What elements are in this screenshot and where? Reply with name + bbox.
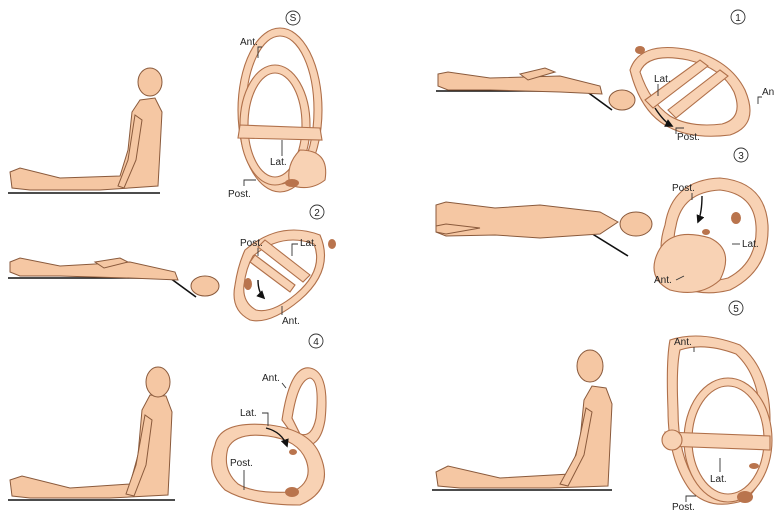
label-post-2: Post. (240, 238, 263, 249)
otolith-1 (635, 46, 645, 54)
step-label-s: S (290, 13, 297, 24)
step-label-5: 5 (733, 304, 739, 315)
step-label-1: 1 (735, 13, 741, 24)
otolith-3 (731, 212, 741, 224)
label-ant-2: Ant. (282, 316, 300, 327)
otolith-3b (702, 229, 710, 235)
panel-3: 3 Post. Lat. Ant. (436, 148, 768, 293)
label-post-s: Post. (228, 189, 251, 200)
figure-sitting-4 (8, 367, 175, 500)
figure-lateral-3 (436, 202, 652, 256)
label-post-5: Post. (672, 502, 695, 513)
label-lat-2: Lat. (300, 238, 317, 249)
label-ant-s: Ant. (240, 37, 258, 48)
panel-2: 2 Post. Lat. Ant. (8, 205, 336, 327)
labyrinth-4 (212, 368, 326, 505)
step-label-3: 3 (738, 151, 744, 162)
label-lat-5: Lat. (710, 474, 727, 485)
label-post-1: Post. (677, 132, 700, 143)
figure-supine-1 (436, 68, 635, 110)
otolith-5 (737, 491, 753, 503)
figure-sitting-5 (432, 350, 612, 490)
label-lat-1: Lat. (654, 74, 671, 85)
step-label-2: 2 (314, 208, 320, 219)
otolith-4 (285, 487, 299, 497)
figure-sitting-s (8, 68, 162, 193)
labyrinth-1 (630, 46, 750, 136)
label-ant-5: Ant. (674, 337, 692, 348)
label-lat-3: Lat. (742, 239, 759, 250)
otolith-4b (289, 449, 297, 455)
label-lat-s: Lat. (270, 157, 287, 168)
label-lat-4: Lat. (240, 408, 257, 419)
label-ant-1: An (762, 87, 774, 98)
panel-5: 5 Ant. Lat. Post. (432, 301, 772, 513)
label-post-3: Post. (672, 183, 695, 194)
label-ant-3: Ant. (654, 275, 672, 286)
label-post-4: Post. (230, 458, 253, 469)
otolith-2 (244, 278, 252, 290)
otolith-s (285, 179, 299, 187)
figure-supine-2 (8, 258, 219, 297)
otolith-5b (749, 463, 759, 469)
panel-4: 4 Ant. Lat. Post. (8, 334, 326, 505)
otolith-2b (328, 239, 336, 249)
label-ant-4: Ant. (262, 373, 280, 384)
panel-s: S Ant. Lat. Post. (8, 11, 326, 200)
panel-1: 1 Lat. An Post. (436, 10, 774, 143)
step-label-4: 4 (313, 337, 319, 348)
